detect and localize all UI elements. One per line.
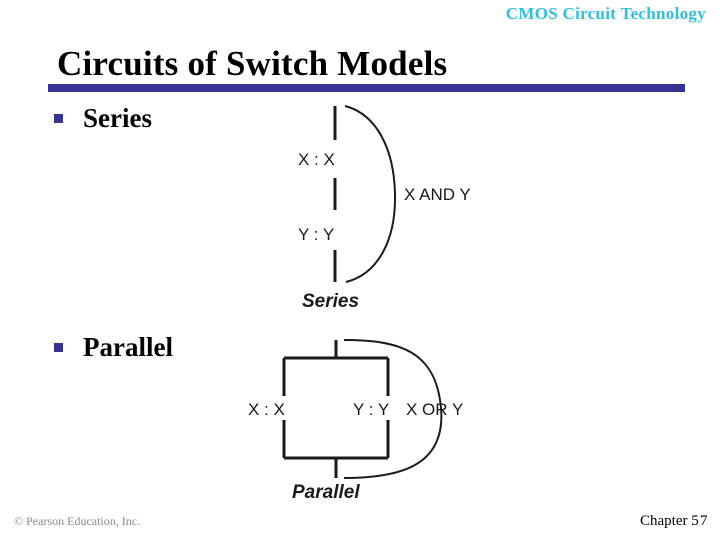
series-brace-label: X AND Y bbox=[404, 185, 471, 204]
series-figure-caption: Series bbox=[302, 291, 359, 312]
bullet-label-parallel: Parallel bbox=[83, 332, 173, 362]
square-bullet-icon bbox=[54, 343, 63, 352]
parallel-brace-label: X OR Y bbox=[406, 400, 463, 419]
slide-header-text: CMOS Circuit Technology bbox=[505, 4, 706, 23]
footer-page-number: 7 bbox=[700, 513, 708, 529]
parallel-switch-left-label: X : X bbox=[248, 400, 285, 419]
series-switch-bottom-label: Y : Y bbox=[298, 225, 334, 244]
title-underline-rule bbox=[48, 84, 685, 92]
footer-copyright: © Pearson Education, Inc. bbox=[14, 514, 141, 528]
series-circuit-svg: X : X Y : Y X AND Y Series bbox=[298, 105, 471, 312]
square-bullet-icon bbox=[54, 114, 63, 123]
footer-chapter-label: Chapter 5 bbox=[640, 513, 699, 529]
parallel-circuit-figure: X : X Y : Y X OR Y Parallel bbox=[248, 338, 518, 510]
bullet-item-parallel: Parallel bbox=[54, 332, 173, 363]
series-switch-top-label: X : X bbox=[298, 150, 335, 169]
bullet-label-series: Series bbox=[83, 103, 152, 133]
series-circuit-figure: X : X Y : Y X AND Y Series bbox=[268, 100, 508, 325]
series-brace bbox=[344, 105, 397, 283]
bullet-item-series: Series bbox=[54, 103, 152, 134]
parallel-switch-right-label: Y : Y bbox=[353, 400, 389, 419]
parallel-circuit-svg: X : X Y : Y X OR Y Parallel bbox=[248, 339, 463, 503]
page-title: Circuits of Switch Models bbox=[57, 44, 448, 83]
parallel-figure-caption: Parallel bbox=[292, 482, 360, 503]
parallel-brace bbox=[343, 339, 443, 479]
